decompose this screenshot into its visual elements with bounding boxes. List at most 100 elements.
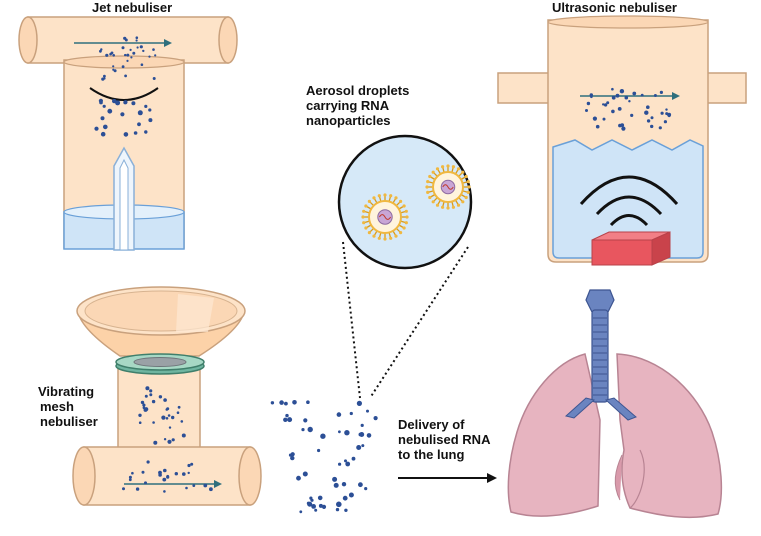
droplet [270, 401, 275, 405]
droplet [336, 501, 342, 508]
droplet [144, 407, 149, 412]
droplet [141, 470, 145, 474]
droplet [149, 389, 153, 393]
droplet [351, 456, 356, 461]
droplet [130, 56, 133, 59]
droplet [659, 90, 664, 94]
droplet [152, 48, 155, 51]
droplet [102, 104, 106, 108]
droplet [148, 55, 151, 58]
droplet [140, 63, 144, 66]
droplet [122, 487, 125, 491]
droplet [103, 77, 106, 80]
droplet [163, 398, 167, 402]
droplet [296, 475, 301, 481]
droplet [105, 53, 109, 57]
droplet [138, 413, 142, 417]
droplet [171, 415, 175, 420]
droplet [121, 46, 125, 50]
delivery-label-line1: Delivery of [398, 417, 465, 432]
droplet [187, 471, 190, 475]
droplet [135, 36, 139, 39]
droplet [317, 495, 323, 501]
droplet [142, 406, 146, 410]
droplet [314, 508, 318, 512]
droplet [358, 482, 363, 488]
droplet [646, 119, 651, 123]
droplet [663, 120, 668, 124]
droplet [292, 400, 297, 405]
ultrasonic-nebuliser-icon [497, 15, 747, 266]
delivery-label: Delivery of nebulised RNA to the lung [398, 417, 490, 462]
rna-nanoparticle [361, 193, 409, 241]
droplet [309, 496, 313, 500]
droplet [126, 59, 129, 63]
droplet [303, 418, 308, 423]
droplet [284, 401, 288, 406]
droplet [336, 412, 342, 417]
droplet [146, 460, 150, 464]
droplet [302, 471, 308, 477]
droplet [333, 482, 339, 488]
droplet [132, 51, 136, 55]
droplet [585, 109, 588, 112]
droplet [140, 400, 145, 405]
droplet [345, 461, 351, 467]
aerosol-cloud [270, 400, 378, 514]
droplet [618, 123, 622, 128]
droplet [621, 126, 626, 131]
mesh-label-line2: mesh [40, 399, 74, 414]
droplet [356, 400, 362, 406]
droplet [166, 475, 170, 479]
droplet [144, 481, 147, 485]
droplet [285, 413, 289, 418]
droplet [152, 421, 155, 424]
delivery-label-line2: nebulised RNA [398, 432, 491, 447]
droplet [161, 415, 166, 420]
delivery-arrow [398, 473, 497, 483]
droplet [603, 103, 608, 107]
droplet [187, 463, 191, 468]
droplet [128, 478, 132, 482]
jet-nebuliser-icon [18, 16, 238, 251]
aerosol-label-line2: carrying RNA [306, 98, 390, 113]
droplet [120, 112, 125, 117]
droplet [299, 510, 303, 514]
droplet [602, 103, 605, 106]
droplet [611, 95, 616, 100]
droplet [209, 487, 213, 492]
droplet [167, 414, 171, 417]
droplet [137, 110, 143, 116]
droplet [171, 438, 175, 442]
droplet [650, 124, 654, 129]
droplet [100, 131, 106, 137]
droplet [628, 100, 631, 103]
droplet [667, 114, 671, 118]
droplet [301, 428, 305, 432]
mesh-label-line3: nebuliser [40, 414, 98, 429]
lung-icon [507, 289, 723, 519]
droplet [142, 49, 145, 53]
rna-nanoparticle [425, 164, 471, 210]
droplet [112, 65, 115, 68]
droplet [279, 400, 284, 405]
mesh-label: Vibrating mesh nebuliser [38, 384, 98, 429]
droplet [174, 472, 178, 476]
droplet [131, 101, 136, 106]
droplet [177, 405, 181, 409]
aerosol-label-line1: Aerosol droplets [306, 83, 410, 98]
droplet [124, 38, 128, 42]
droplet [154, 54, 157, 57]
droplet [366, 433, 372, 438]
droplet [640, 93, 644, 97]
droplet [617, 107, 622, 111]
droplet [288, 453, 293, 457]
droplet [658, 126, 662, 130]
droplet [590, 95, 593, 99]
droplet [361, 444, 365, 448]
droplet [148, 108, 152, 112]
droplet [99, 100, 103, 105]
droplet [162, 477, 167, 482]
droplet [653, 94, 657, 97]
